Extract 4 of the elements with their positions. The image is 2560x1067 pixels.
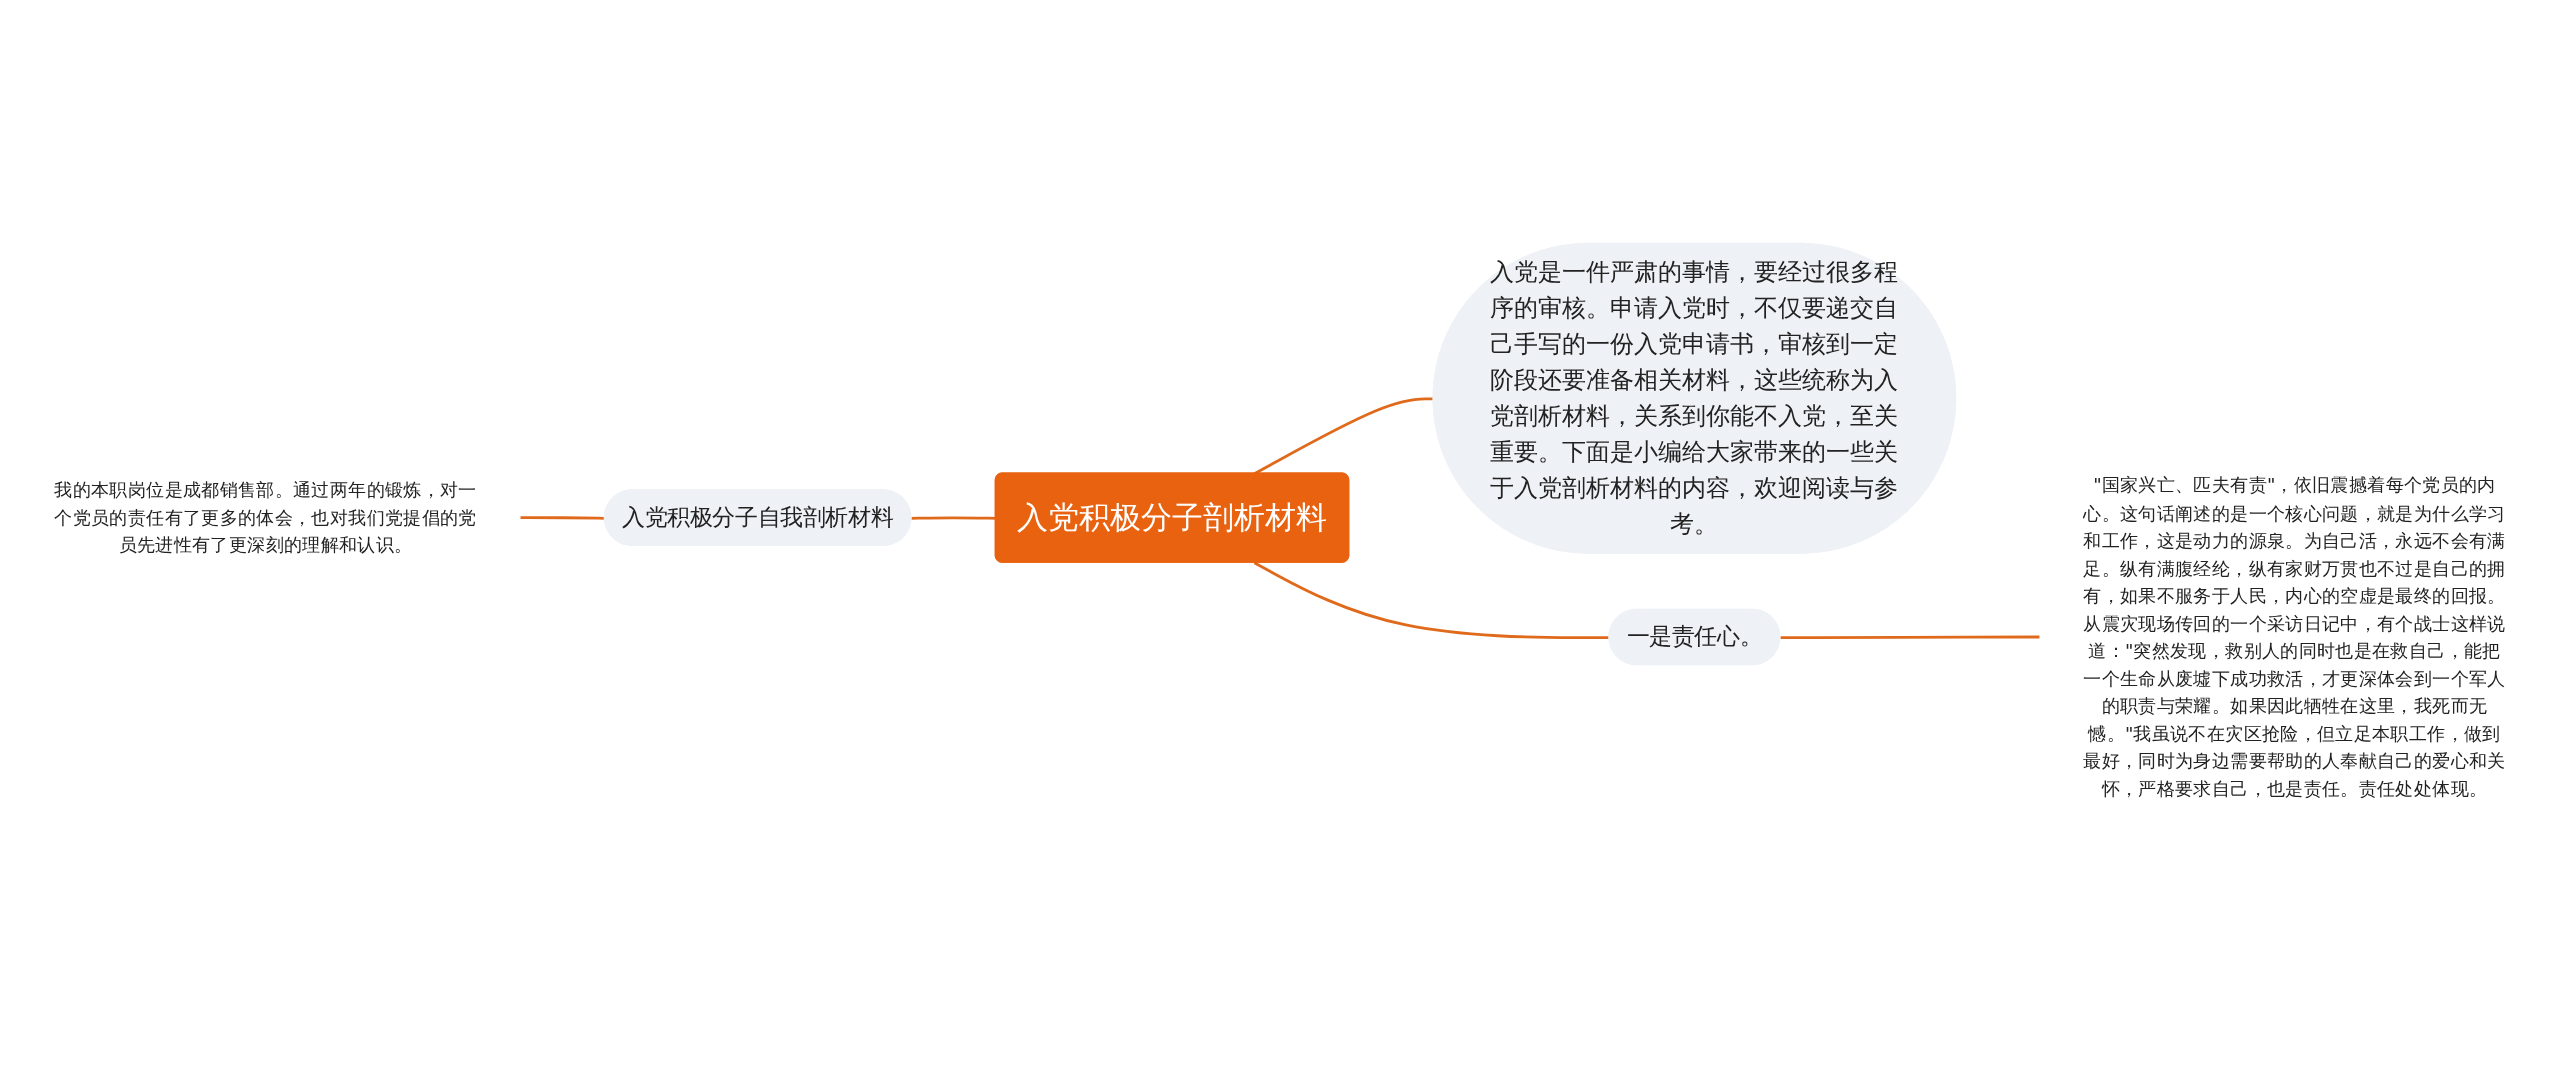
node-text: 我的本职岗位是成都销售部。通过两年的锻炼，对一个党员的责任有了更多的体会，也对我们党提倡的党员先进性有了更深刻的理解和认识。 <box>54 479 477 556</box>
connector <box>1780 635 2041 640</box>
node-text: "国家兴亡、匹夫有责"，依旧震撼着每个党员的内心。这句话阐述的是一个核心问题，就是为什么学习和工作，这是动力的源泉。为自己活，永远不会有满足。纵有满腹经纶，纵有家财万贯也不过是自己的拥有，如果不服务于人民，内心的空虚是最终的回报。从震灾现场传回的一个采访日记中，有个战士这样说道："突然发现，救别人的同时也是在救自己，能把一个生命从废墟下成功救活，才更深体会到一个军人的职责与荣耀。如果因此牺牲在这里，我死而无憾。"我虽说不在灾区抢险，但立足本职工作，做到最好，同时为身边需要帮助的人奉献自己的爱心和关怀，严格要求自己，也是责任。责任处处体现。 <box>2083 474 2506 799</box>
connector <box>1253 561 1610 640</box>
